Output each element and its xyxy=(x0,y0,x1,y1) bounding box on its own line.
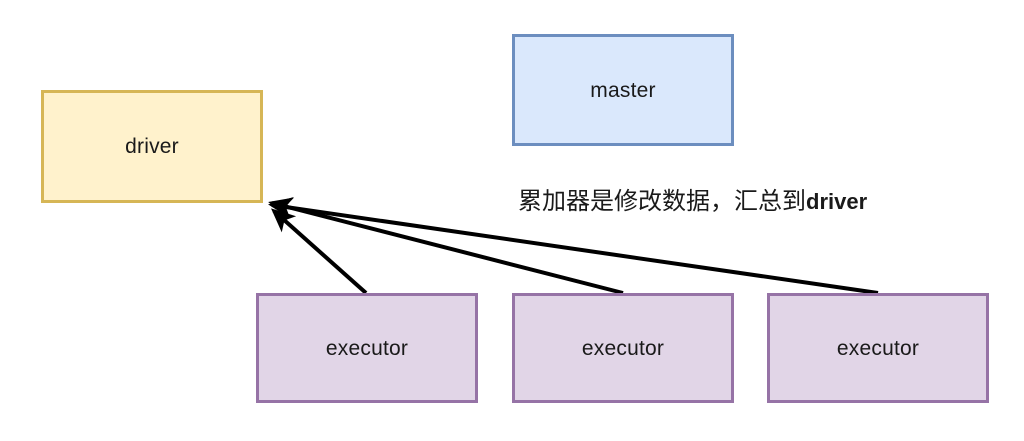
node-driver-label: driver xyxy=(125,135,179,158)
node-executor-1[interactable]: executor xyxy=(256,293,478,403)
accumulator-note: 累加器是修改数据，汇总到driver xyxy=(518,186,867,218)
edge-executor1-driver xyxy=(271,208,368,295)
node-executor-1-label: executor xyxy=(325,336,409,360)
node-executor-2[interactable]: executor xyxy=(512,293,734,403)
edge-executor3-driver xyxy=(268,197,879,295)
edge-executor2-driver xyxy=(268,197,624,295)
accumulator-note-tail: driver xyxy=(806,189,868,214)
node-executor-3-label: executor xyxy=(836,336,920,360)
node-master[interactable]: master xyxy=(512,34,734,146)
node-master-label: master xyxy=(590,78,656,102)
accumulator-note-cjk: 累加器是修改数据，汇总到 xyxy=(518,189,806,215)
node-driver[interactable]: driver xyxy=(41,90,263,203)
node-executor-3[interactable]: executor xyxy=(767,293,989,403)
node-executor-2-label: executor xyxy=(581,336,665,360)
